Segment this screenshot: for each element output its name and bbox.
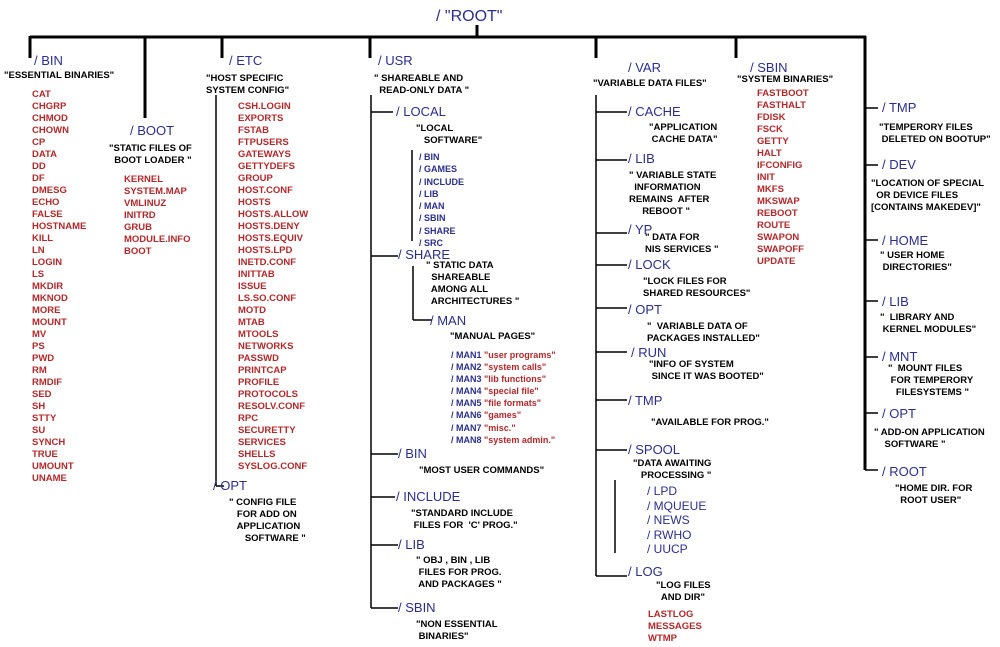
usr-include-description: "STANDARD INCLUDE FILES FOR 'C' PROG.": [411, 508, 518, 531]
opt-description: " ADD-ON APPLICATION SOFTWARE ": [874, 427, 985, 450]
mnt-dir: / MNT: [882, 349, 918, 364]
usr-bin-dir: / BIN: [398, 446, 427, 461]
man-item-8: / MAN8 "system admin.": [451, 434, 556, 445]
bin-items: CAT CHGRP CHMOD CHOWN CP DATA DD DF DMES…: [32, 89, 87, 484]
root-home-dir: / ROOT: [882, 464, 927, 479]
usr-share-dir: / SHARE: [398, 247, 451, 262]
var-description: "VARIABLE DATA FILES": [593, 78, 707, 89]
bin-description: "ESSENTIAL BINARIES": [4, 70, 115, 81]
usr-man-description: "MANUAL PAGES": [450, 331, 536, 342]
var-yp-dir: / YP: [628, 222, 653, 237]
man-item-1: / MAN1 "user programs": [451, 350, 556, 360]
lib-dir: / LIB: [882, 294, 909, 309]
var-opt-description: " VARIABLE DATA OF PACKAGES INSTALLED": [647, 321, 760, 344]
boot-dir: / BOOT: [130, 123, 175, 138]
usr-lib-dir: / LIB: [398, 537, 425, 552]
var-tmp-description: "AVAILABLE FOR PROG.": [651, 417, 769, 428]
var-log-description: "LOG FILES AND DIR": [656, 580, 711, 603]
usr-description: " SHAREABLE AND READ-ONLY DATA ": [374, 73, 470, 96]
root-title: / "ROOT": [436, 8, 503, 25]
lib-description: " LIBRARY AND KERNEL MODULES": [880, 312, 977, 335]
etc-description: "HOST SPECIFIC SYSTEM CONFIG": [206, 73, 290, 96]
var-cache-description: "APPLICATION CACHE DATA": [649, 122, 718, 145]
var-cache-dir: / CACHE: [628, 104, 681, 119]
var-dir: / VAR: [628, 60, 661, 75]
man-item-2: / MAN2 "system calls": [451, 362, 547, 373]
home-dir: / HOME: [882, 233, 929, 248]
var-run-dir: / RUN: [631, 345, 667, 360]
var-log-items: LASTLOG MESSAGES WTMP: [648, 609, 702, 644]
var-tmp-dir: / TMP: [628, 393, 663, 408]
usr-bin-description: "MOST USER COMMANDS": [419, 465, 545, 476]
mnt-description: " MOUNT FILES FOR TEMPERORY FILESYSTEMS …: [888, 363, 974, 398]
man-item-3: / MAN3 "lib functions": [451, 374, 547, 385]
opt-dir: / OPT: [882, 406, 916, 421]
var-log-dir: / LOG: [628, 564, 663, 579]
man-item-5: / MAN5 "file formats": [451, 398, 542, 409]
var-opt-dir: / OPT: [628, 302, 662, 317]
usr-dir: / USR: [378, 53, 413, 68]
usr-local-items: / BIN / GAMES / INCLUDE / LIB / MAN / SB…: [419, 152, 464, 249]
var-spool-description: "DATA AWAITING PROCESSING ": [633, 458, 712, 481]
usr-share-description: " STATIC DATA SHAREABLE AMONG ALL ARCHIT…: [426, 260, 520, 307]
boot-description: "STATIC FILES OF BOOT LOADER ": [109, 143, 192, 166]
etc-dir: / ETC: [229, 53, 263, 68]
usr-man-list: / MAN1 "user programs" / MAN2 "system ca…: [451, 349, 556, 446]
usr-sbin-description: "NON ESSENTIAL BINARIES": [416, 619, 498, 642]
root-home-description: "HOME DIR. FOR ROOT USER": [895, 483, 973, 506]
boot-items: KERNEL SYSTEM.MAP VMLINUZ INITRD GRUB MO…: [124, 174, 191, 257]
var-lib-description: " VARIABLE STATE INFORMATION REMAINS AFT…: [629, 170, 717, 217]
var-lock-dir: / LOCK: [628, 257, 671, 272]
dev-dir: / DEV: [882, 157, 916, 172]
usr-man-dir: / MAN: [430, 313, 467, 328]
bin-dir: / BIN: [34, 53, 63, 68]
usr-local-description: "LOCAL SOFTWARE": [416, 123, 483, 146]
tmp-dir: / TMP: [882, 100, 917, 115]
sbin-items: FASTBOOT FASTHALT FDISK FSCK GETTY HALT …: [757, 88, 809, 267]
man-item-4: / MAN4 "special file": [451, 386, 539, 397]
usr-lib-description: " OBJ , BIN , LIB FILES FOR PROG. AND PA…: [416, 555, 502, 590]
etc-items: CSH.LOGIN EXPORTS FSTAB FTPUSERS GATEWAY…: [238, 101, 309, 472]
man-item-6: / MAN6 "games": [451, 410, 522, 421]
home-description: " USER HOME DIRECTORIES": [880, 250, 952, 273]
var-spool-dir: / SPOOL: [628, 442, 681, 457]
tmp-description: "TEMPERORY FILES DELETED ON BOOTUP": [879, 122, 991, 145]
var-run-description: "INFO OF SYSTEM SINCE IT WAS BOOTED": [649, 359, 764, 382]
sbin-description: "SYSTEM BINARIES": [737, 74, 834, 85]
etc-opt-description: " CONFIG FILE FOR ADD ON APPLICATION SOF…: [229, 497, 306, 544]
etc-opt-dir: / OPT: [213, 478, 247, 493]
usr-sbin-dir: / SBIN: [398, 600, 436, 615]
usr-local-dir: / LOCAL: [396, 104, 446, 119]
usr-include-dir: / INCLUDE: [396, 489, 461, 504]
var-lib-dir: / LIB: [628, 151, 655, 166]
sbin-dir: / SBIN: [750, 60, 788, 75]
var-spool-items: / LPD / MQUEUE / NEWS / RWHO / UUCP: [647, 484, 707, 556]
var-lock-description: "LOCK FILES FOR SHARED RESOURCES": [643, 276, 751, 299]
var-yp-description: " DATA FOR NIS SERVICES ": [645, 232, 719, 255]
dev-description: "LOCATION OF SPECIAL OR DEVICE FILES [CO…: [871, 178, 985, 213]
man-item-7: / MAN7 "misc.": [451, 422, 516, 433]
